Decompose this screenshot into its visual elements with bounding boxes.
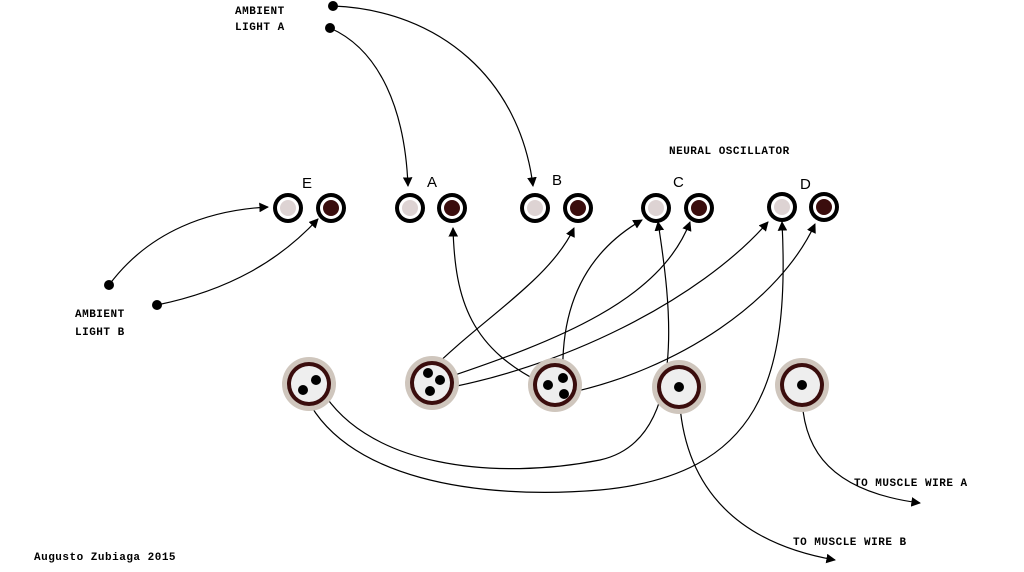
- wires: [108, 5, 921, 564]
- wire-neuron-b-out-to-jack-2: [427, 227, 575, 374]
- wire-jack-1-to-neuron-c: [315, 221, 670, 470]
- jack-1-pin: [311, 375, 321, 385]
- neuron-b: B: [520, 172, 593, 223]
- jack-1: [282, 357, 336, 411]
- neuron-a-letter: A: [427, 174, 437, 191]
- neuron-d-letter: D: [800, 176, 811, 193]
- jack-5-pin: [797, 380, 807, 390]
- neuron-c-letter: C: [673, 174, 684, 191]
- jack-4-pin: [674, 382, 684, 392]
- wire-neuron-c-in-to-jack-3: [562, 219, 643, 379]
- terminal-ambient-b-top: [104, 280, 114, 290]
- neuron-e: E: [273, 175, 346, 223]
- jack-1-pin: [298, 385, 308, 395]
- jack-3-pin: [559, 389, 569, 399]
- wire-neuron-d-out-to-jack-3: [563, 223, 816, 395]
- wire-neuron-c-out-to-jack-2: [439, 221, 692, 381]
- terminal-ambient-a-top: [328, 1, 338, 11]
- neuron-b-letter: B: [552, 172, 562, 189]
- wire-ambient-b-to-neuron-e-out: [156, 218, 319, 306]
- ambient-light-a-label-line2: LIGHT A: [235, 22, 285, 34]
- wire-neuron-a-out-to-jack-3: [448, 227, 549, 387]
- jack-2: [405, 356, 459, 410]
- wire-ambient-a-to-neuron-a: [329, 27, 413, 187]
- wire-neuron-d-in-to-jack-2: [429, 221, 769, 392]
- terminal-ambient-b-bottom: [152, 300, 162, 310]
- jack-2-pin: [423, 368, 433, 378]
- neuron-d: D: [767, 176, 839, 222]
- wire-jack-1-to-neuron-d: [302, 221, 788, 493]
- neuron-e-letter: E: [302, 175, 312, 192]
- wire-ambient-a-to-neuron-b: [332, 5, 537, 187]
- ambient-light-b-label-line1: AMBIENT: [75, 309, 125, 321]
- wire-ambient-b-to-neuron-e-in: [108, 202, 269, 286]
- neural-oscillator-title: NEURAL OSCILLATOR: [669, 146, 790, 158]
- terminals: [104, 1, 338, 310]
- credit-label: Augusto Zubiaga 2015: [34, 552, 176, 564]
- ambient-light-b-label-line2: LIGHT B: [75, 327, 125, 339]
- to-muscle-wire-a-label: TO MUSCLE WIRE A: [854, 478, 968, 490]
- to-muscle-wire-b-label: TO MUSCLE WIRE B: [793, 537, 907, 549]
- jack-2-pin: [435, 375, 445, 385]
- jack-3: [528, 358, 582, 412]
- neuron-a: A: [395, 174, 467, 223]
- jack-2-pin: [425, 386, 435, 396]
- jack-3-pin: [543, 380, 553, 390]
- wire-jack-4-to-muscle-wire-b: [678, 386, 836, 564]
- jack-4: [652, 360, 706, 414]
- ambient-light-a-label-line1: AMBIENT: [235, 6, 285, 18]
- jack-3-pin: [558, 373, 568, 383]
- jack-5: [775, 358, 829, 412]
- neuron-c: C: [641, 174, 714, 223]
- terminal-ambient-a-bottom: [325, 23, 335, 33]
